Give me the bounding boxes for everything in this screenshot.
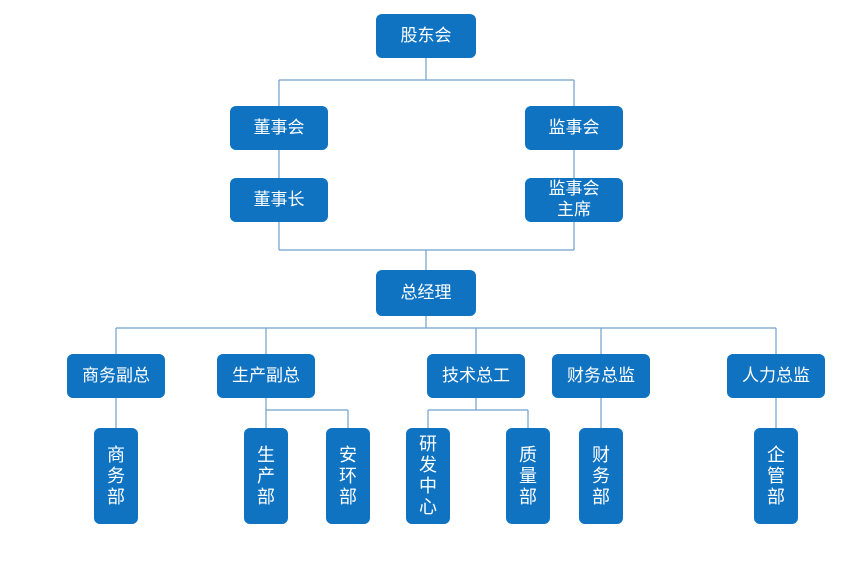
node-vp-business: 商务副总 — [67, 354, 165, 398]
node-chief-engineer: 技术总工 — [427, 354, 525, 398]
node-vp-production: 生产副总 — [217, 354, 315, 398]
node-shareholders: 股东会 — [376, 14, 476, 58]
connector-gm-vps — [115, 316, 777, 354]
node-dept-rnd: 研 发 中 心 — [406, 428, 450, 524]
node-supervisory-board: 监事会 — [525, 106, 623, 150]
node-board: 董事会 — [230, 106, 328, 150]
node-dept-safety-env: 安 环 部 — [326, 428, 370, 524]
node-finance-director: 财务总监 — [552, 354, 650, 398]
node-dept-finance: 财 务 部 — [579, 428, 623, 524]
node-dept-production: 生 产 部 — [244, 428, 288, 524]
connector-production — [265, 398, 349, 428]
node-dept-business: 商 务 部 — [94, 428, 138, 524]
node-general-manager: 总经理 — [376, 270, 476, 316]
node-dept-enterprise-mgmt: 企 管 部 — [754, 428, 798, 524]
node-dept-quality: 质 量 部 — [506, 428, 550, 524]
node-hr-director: 人力总监 — [727, 354, 825, 398]
connector-to-gm — [278, 222, 575, 270]
node-supervisory-chair: 监事会 主席 — [525, 178, 623, 222]
connector-shareholders — [278, 58, 575, 106]
connector-tech — [427, 398, 529, 428]
node-chairman: 董事长 — [230, 178, 328, 222]
